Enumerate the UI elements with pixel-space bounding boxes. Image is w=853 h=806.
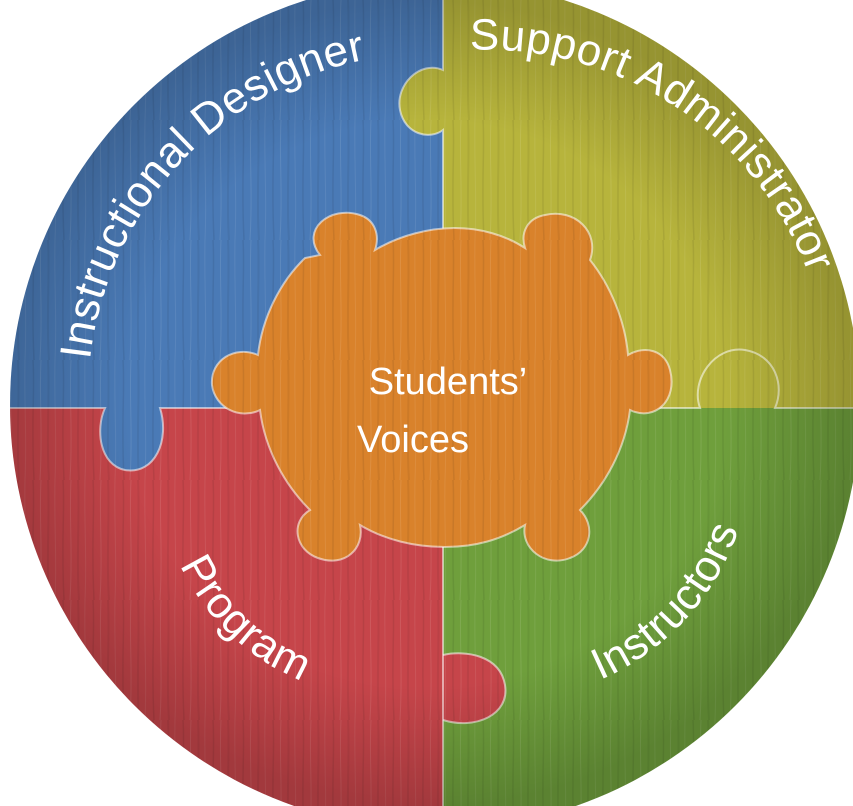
center-label-line-1: Students’ (369, 361, 527, 403)
center-label-line-2: Voices (357, 419, 469, 461)
center-puzzle-piece (210, 211, 673, 562)
